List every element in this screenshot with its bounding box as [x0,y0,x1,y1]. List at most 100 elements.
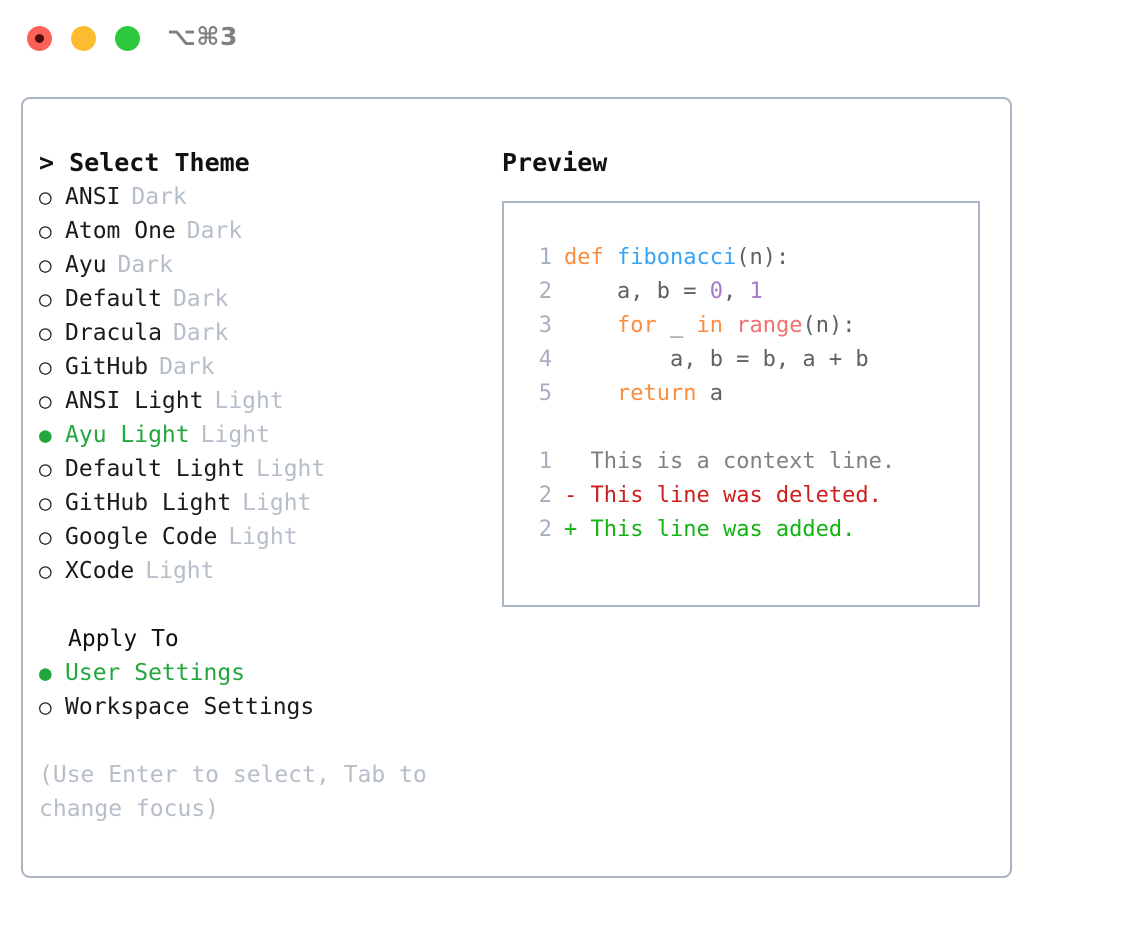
code-line-content: def fibonacci(n): [564,241,789,275]
theme-option-label: Default Light [65,456,246,482]
theme-option-tag: Dark [172,286,229,312]
apply-to-option-label: Workspace Settings [65,694,315,720]
apply-to-option-user-settings[interactable]: ●User Settings [39,656,469,690]
code-line: 3 for _ in range(n): [522,309,978,343]
theme-option-tag: Light [145,558,215,584]
theme-option-ansi-light[interactable]: ○ ANSI Light Light [39,384,469,418]
minimize-button[interactable] [71,26,96,51]
code-line-content: a, b = 0, 1 [564,275,763,309]
line-number: 1 [538,449,552,474]
code-token: for [616,313,657,338]
theme-option-tag: Dark [159,354,215,380]
code-token: , [722,279,750,304]
theme-option-tag: Light [200,422,270,448]
radio-unselected-icon: ○ [39,695,52,719]
code-line: 1 def fibonacci(n): [522,241,978,275]
radio-unselected-icon: ○ [39,287,52,311]
code-token: return [616,381,697,406]
line-number: 1 [538,245,552,270]
line-number: 2 [538,279,552,304]
radio-unselected-icon: ○ [39,219,52,243]
theme-option-dracula[interactable]: ○ Dracula Dark [39,316,469,350]
code-line-content: a, b = b, a + b [564,343,869,377]
diff-marker: + [564,517,591,542]
theme-option-atom-one[interactable]: ○ Atom One Dark [39,214,469,248]
code-token [723,313,736,338]
theme-option-ayu[interactable]: ○ Ayu Dark [39,248,469,282]
theme-option-label: Ayu Light [65,422,190,448]
code-line: 5 return a [522,377,978,411]
diff-line-add: 2+ This line was added. [522,513,978,547]
theme-option-tag: Light [214,388,284,414]
code-spacer [522,411,978,445]
keyboard-shortcut-label: ⌥⌘3 [167,22,238,51]
theme-option-tag: Dark [172,320,229,346]
theme-option-label: GitHub Light [65,490,232,516]
code-token: a, b = [564,279,710,304]
maximize-button[interactable] [115,26,140,51]
line-number: 3 [538,313,552,338]
diff-line-text: This line was added. [590,517,856,542]
apply-to-section: Apply To ●User Settings ○ Workspace Settin… [39,622,469,724]
theme-option-label: XCode [65,558,135,584]
code-token: a, b = b, a + b [564,347,869,372]
preview-title: Preview [502,148,608,177]
line-number: 4 [538,347,552,372]
theme-option-label: Dracula [65,320,162,346]
close-button[interactable] [27,26,52,51]
diff-sample: 1 This is a context line.2- This line wa… [522,445,978,547]
code-line-content: for _ in range(n): [564,309,855,343]
theme-option-tag: Light [256,456,326,482]
theme-option-label: ANSI Light [65,388,204,414]
traffic-light-group [27,26,140,51]
line-number: 5 [538,381,552,406]
theme-option-tag: Light [228,524,298,550]
code-token [564,381,617,406]
code-token: 1 [749,279,763,304]
radio-unselected-icon: ○ [39,389,52,413]
code-token: def [564,245,617,270]
code-token: _ [656,313,697,338]
radio-unselected-icon: ○ [39,321,52,345]
theme-option-tag: Dark [186,218,243,244]
radio-unselected-icon: ○ [39,185,52,209]
radio-unselected-icon: ○ [39,253,52,277]
theme-option-label: Atom One [65,218,176,244]
theme-option-label: Default [65,286,162,312]
select-theme-title: > Select Theme [39,148,250,177]
apply-to-option-workspace-settings[interactable]: ○ Workspace Settings [39,690,469,724]
code-line: 2 a, b = 0, 1 [522,275,978,309]
theme-option-tag: Light [242,490,312,516]
diff-line-text: This line was deleted. [590,483,882,508]
code-token: (n): [802,313,856,338]
apply-to-option-label: User Settings [65,660,246,686]
diff-marker: - [564,483,591,508]
apply-to-heading: Apply To [68,626,179,652]
code-token: 0 [709,279,723,304]
apply-to-list[interactable]: ●User Settings ○ Workspace Settings [39,656,469,724]
code-token [564,313,617,338]
theme-option-label: Ayu [65,252,107,278]
code-token: a [696,381,723,406]
theme-option-default[interactable]: ○ Default Dark [39,282,469,316]
radio-unselected-icon: ○ [39,525,52,549]
code-token: fibonacci [616,245,737,270]
code-token: range [736,313,803,338]
radio-unselected-icon: ○ [39,559,52,583]
theme-option-tag: Dark [117,252,173,278]
line-number: 2 [538,483,552,508]
keyboard-hint-text: (Use Enter to select, Tab to change focu… [39,762,441,822]
theme-option-xcode[interactable]: ○ XCode Light [39,554,469,588]
